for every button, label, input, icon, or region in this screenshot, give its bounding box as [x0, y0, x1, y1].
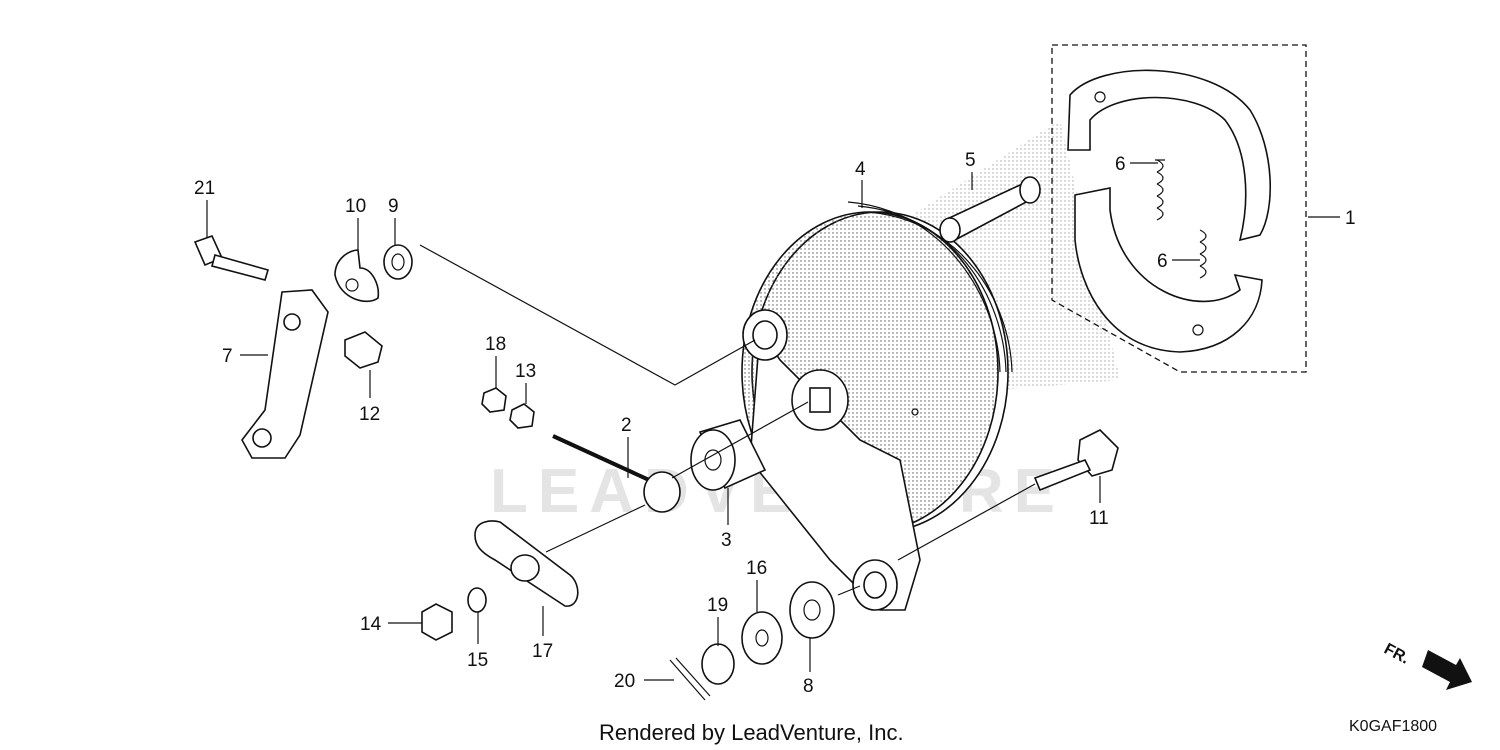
bolt-11	[1033, 429, 1119, 492]
callout-2: 2	[621, 415, 632, 436]
callout-18: 18	[485, 334, 506, 355]
washer-8-hole	[803, 599, 821, 621]
callout-6a: 6	[1115, 154, 1126, 175]
washer-15	[467, 587, 487, 613]
brake-arm	[241, 289, 329, 459]
brake-cam	[939, 176, 1041, 243]
return-spring-lower	[1199, 229, 1207, 279]
callout-8: 8	[803, 676, 814, 697]
bolt-21	[193, 235, 269, 281]
return-spring-upper	[1155, 159, 1165, 221]
lock-plate-10	[334, 249, 380, 303]
callout-14: 14	[360, 614, 382, 635]
direction-label: FR.	[1381, 641, 1412, 668]
nut-12	[344, 331, 383, 369]
diagram-code: K0GAF1800	[1349, 718, 1437, 735]
callout-16: 16	[746, 558, 767, 579]
callout-12: 12	[359, 404, 380, 425]
stopper-plate-17	[474, 520, 579, 607]
nut-13	[509, 403, 535, 429]
callout-5: 5	[965, 150, 976, 171]
front-direction-arrow: FR.	[1381, 641, 1472, 690]
footer-credit: Rendered by LeadVenture, Inc.	[599, 720, 904, 745]
brake-panel	[741, 201, 1013, 611]
callout-7: 7	[222, 346, 233, 367]
shoe-set-box	[1051, 44, 1307, 373]
washer-9	[383, 244, 413, 280]
brake-rod	[552, 434, 661, 487]
callout-17: 17	[532, 641, 553, 662]
callout-13: 13	[515, 361, 536, 382]
washer-8	[789, 581, 835, 639]
lock-plate-hole	[345, 278, 359, 292]
washer-9-hole	[391, 253, 405, 271]
nut-18	[481, 387, 507, 413]
callout-1: 1	[1345, 208, 1356, 229]
callout-6b: 6	[1157, 251, 1168, 272]
brake-shoe-lower	[1074, 187, 1263, 353]
callout-10: 10	[345, 196, 366, 217]
callout-9: 9	[388, 196, 399, 217]
collar-3	[690, 419, 767, 491]
collar-19	[701, 643, 735, 685]
arrow-icon	[1422, 650, 1472, 690]
washer-16	[741, 611, 783, 665]
washer-16-hole	[755, 629, 769, 647]
assembly-lines	[419, 244, 1036, 596]
callout-leaders	[206, 162, 1340, 681]
rod-joint	[643, 471, 681, 513]
cotter-pin-20	[669, 657, 711, 701]
nut-14	[421, 603, 453, 641]
callout-4: 4	[855, 159, 866, 180]
callout-15: 15	[467, 650, 488, 671]
callout-19: 19	[707, 595, 728, 616]
callout-11: 11	[1089, 508, 1109, 529]
callout-3: 3	[721, 530, 732, 551]
callout-21: 21	[194, 178, 215, 199]
callout-20: 20	[614, 671, 635, 692]
brake-shoe-upper	[1067, 69, 1272, 242]
